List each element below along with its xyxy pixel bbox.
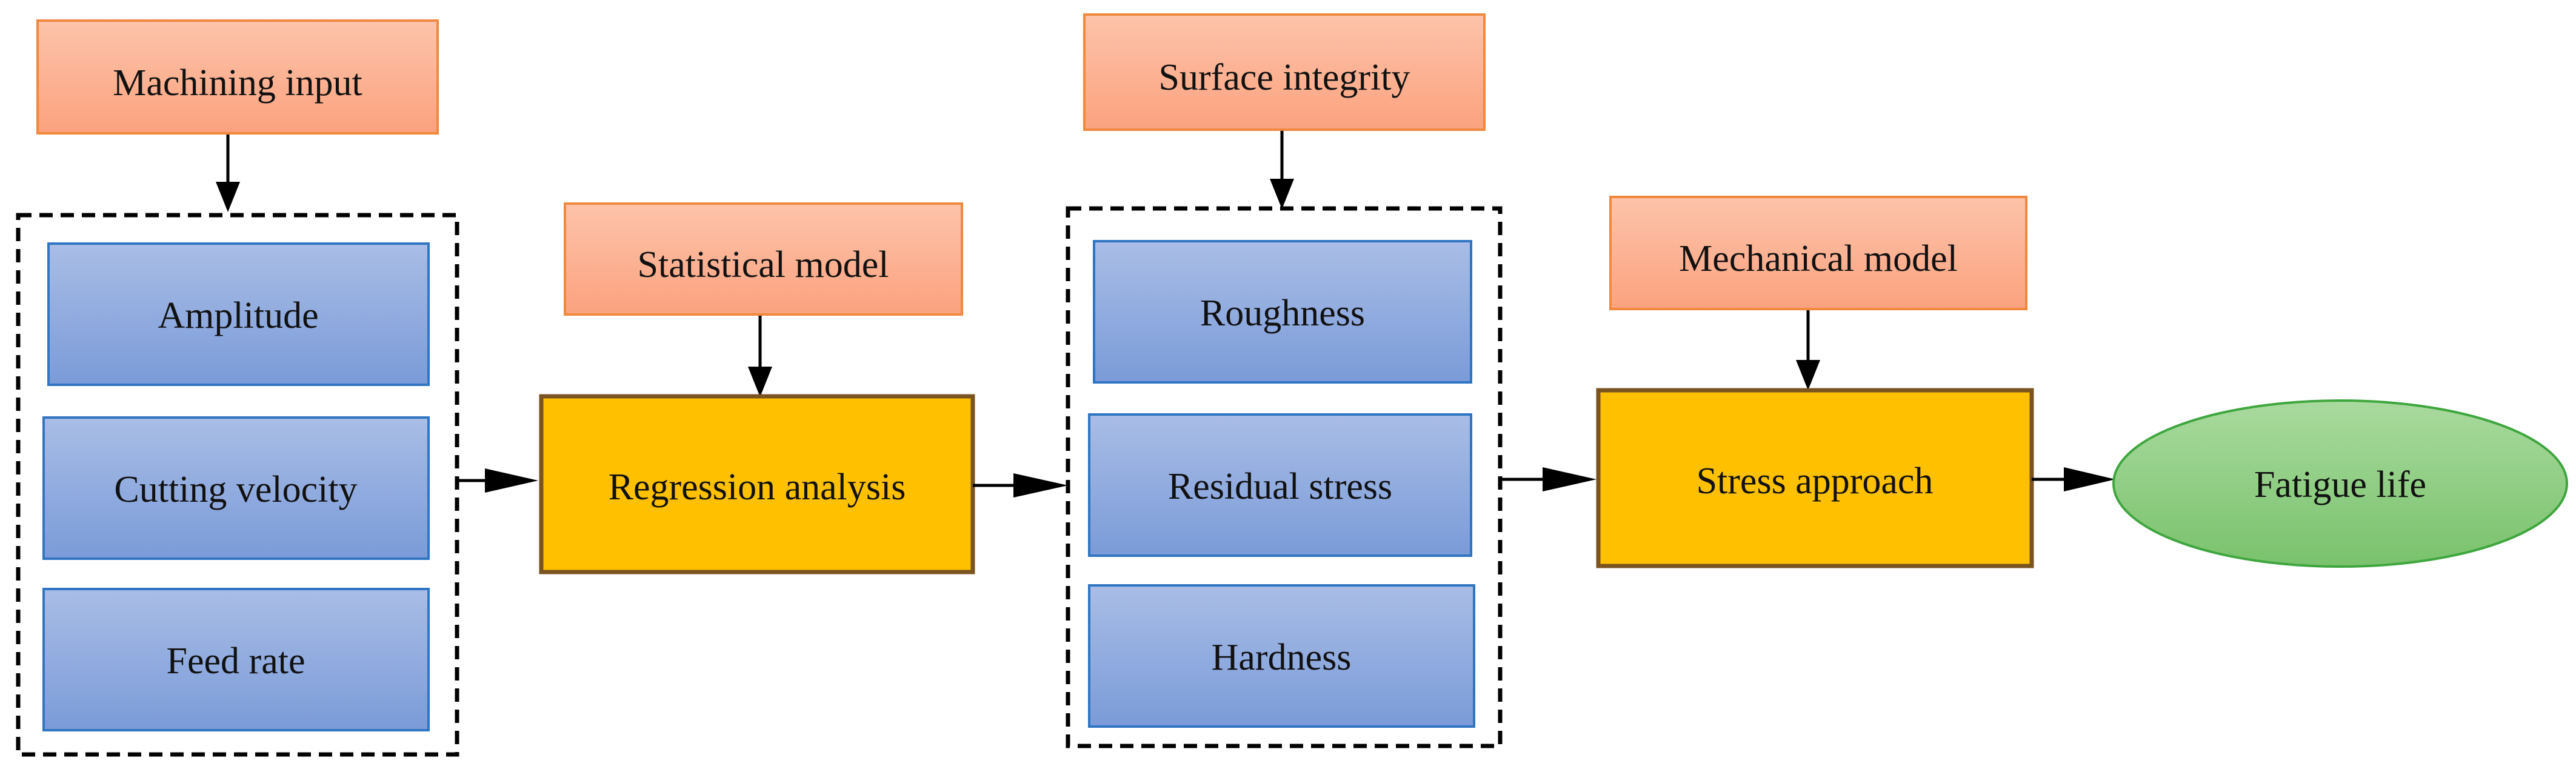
- param-box-feed-rate: Feed rate: [42, 588, 430, 731]
- arrow-stress-to-fatigue: [2032, 467, 2115, 491]
- param-label-cutting-velocity: Cutting velocity: [114, 469, 357, 510]
- statistical-model-box: Statistical model: [564, 202, 963, 316]
- param-box-amplitude: Amplitude: [47, 242, 430, 386]
- surface-box-hardness: Hardness: [1088, 584, 1475, 728]
- statistical-model-label: Statistical model: [638, 244, 889, 285]
- machining-params-group: [16, 213, 459, 757]
- mechanical-model-box: Mechanical model: [1609, 196, 2027, 310]
- arrow-statistical-to-regression: [748, 316, 772, 397]
- arrow-regression-to-surface: [973, 473, 1068, 498]
- surface-integrity-box: Surface integrity: [1083, 13, 1486, 131]
- surface-params-group: [1066, 206, 1503, 748]
- param-label-feed-rate: Feed rate: [167, 641, 305, 682]
- stress-approach-label: Stress approach: [1697, 461, 1934, 502]
- surface-label-roughness: Roughness: [1200, 293, 1365, 334]
- fatigue-life-ellipse: Fatigue life: [2112, 399, 2568, 568]
- surface-label-residual-stress: Residual stress: [1168, 466, 1392, 507]
- param-label-amplitude: Amplitude: [158, 295, 318, 336]
- surface-integrity-label: Surface integrity: [1159, 57, 1410, 98]
- surface-box-roughness: Roughness: [1093, 240, 1472, 384]
- fatigue-life-label: Fatigue life: [2254, 464, 2426, 505]
- arrow-params-to-regression: [457, 468, 538, 493]
- arrow-mechanical-to-stress: [1796, 310, 1820, 390]
- stress-approach-box: Stress approach: [1596, 388, 2034, 568]
- machining-input-label: Machining input: [113, 62, 362, 104]
- arrow-surface-to-stress: [1500, 467, 1597, 491]
- param-box-cutting-velocity: Cutting velocity: [42, 416, 430, 560]
- regression-analysis-label: Regression analysis: [609, 467, 906, 508]
- mechanical-model-label: Mechanical model: [1679, 238, 1958, 279]
- surface-box-residual-stress: Residual stress: [1088, 413, 1472, 557]
- surface-label-hardness: Hardness: [1212, 637, 1352, 678]
- machining-input-box: Machining input: [36, 19, 439, 135]
- regression-analysis-box: Regression analysis: [539, 394, 975, 574]
- arrow-surface-integrity-to-params: [1270, 131, 1294, 209]
- arrow-machining-input-to-params: [216, 135, 240, 212]
